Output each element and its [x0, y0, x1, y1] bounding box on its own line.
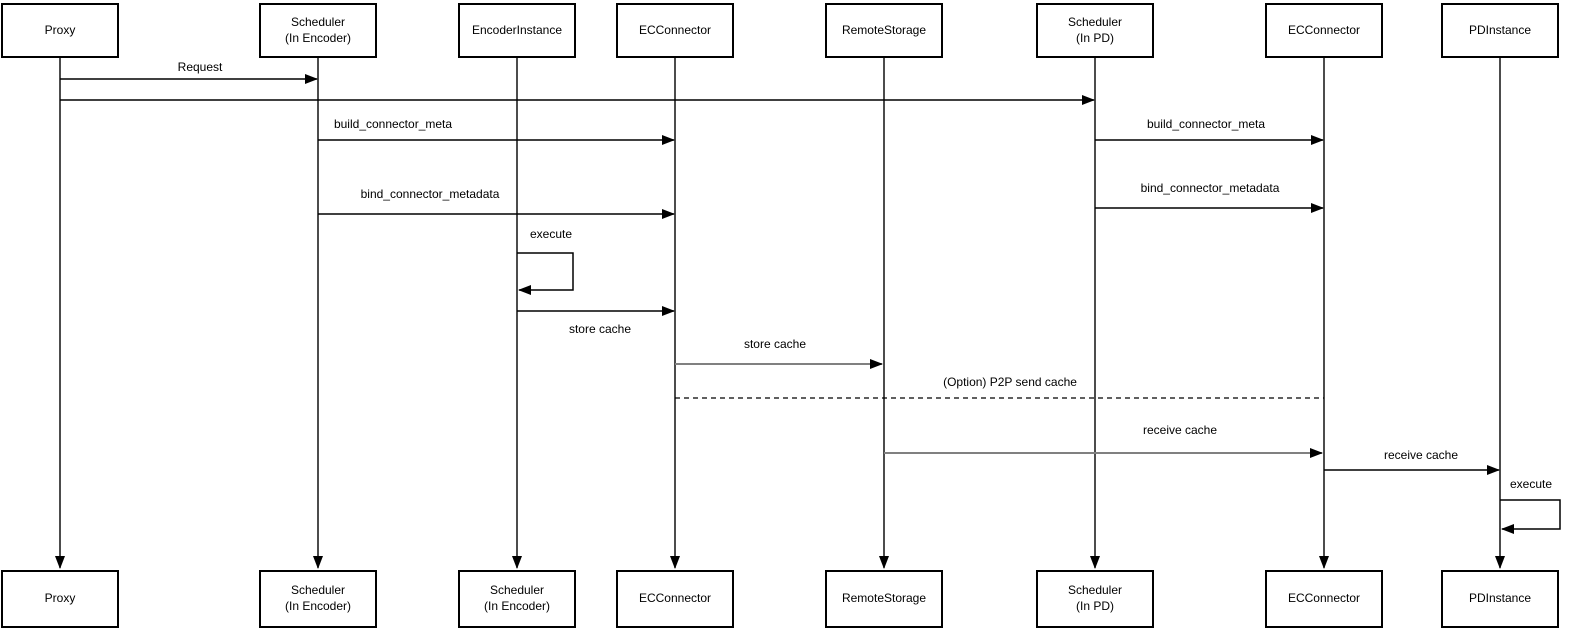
label-bind-connector-metadata-right: bind_connector_metadata	[1140, 181, 1280, 195]
actor-bottom-remote-storage: RemoteStorage	[825, 570, 943, 628]
label-execute-encoder: execute	[529, 227, 573, 241]
label-store-cache-remote: store cache	[743, 337, 807, 351]
label-store-cache-encoder: store cache	[568, 322, 632, 336]
label-bind-connector-metadata-left: bind_connector_metadata	[360, 187, 500, 201]
actor-top-proxy: Proxy	[1, 3, 119, 58]
label-build-connector-meta-right: build_connector_meta	[1146, 117, 1266, 131]
arrow-execute-pd-self-loop	[1500, 499, 1561, 534]
actor-bottom-ecconnector-right: ECConnector	[1265, 570, 1383, 628]
actor-bottom-ecconnector-left: ECConnector	[616, 570, 734, 628]
label-receive-cache-remote: receive cache	[1142, 423, 1218, 437]
label-receive-cache-pd: receive cache	[1383, 448, 1459, 462]
arrow-execute-encoder-self-loop	[517, 252, 574, 295]
actor-top-scheduler-encoder: Scheduler (In Encoder)	[259, 3, 377, 58]
actor-bottom-scheduler-pd: Scheduler (In PD)	[1036, 570, 1154, 628]
label-build-connector-meta-left: build_connector_meta	[333, 117, 453, 131]
label-p2p-send-cache: (Option) P2P send cache	[943, 375, 1077, 389]
actor-bottom-proxy: Proxy	[1, 570, 119, 628]
actor-top-encoder-instance: EncoderInstance	[458, 3, 576, 58]
actor-bottom-pd-instance: PDInstance	[1441, 570, 1559, 628]
actor-top-remote-storage: RemoteStorage	[825, 3, 943, 58]
label-execute-pd: execute	[1509, 477, 1553, 491]
actor-top-ecconnector-right: ECConnector	[1265, 3, 1383, 58]
actor-bottom-scheduler-encoder: Scheduler (In Encoder)	[259, 570, 377, 628]
label-request: Request	[177, 60, 223, 74]
actor-top-ecconnector-left: ECConnector	[616, 3, 734, 58]
actor-top-scheduler-pd: Scheduler (In PD)	[1036, 3, 1154, 58]
actor-top-pd-instance: PDInstance	[1441, 3, 1559, 58]
actor-bottom-scheduler-encoder2: Scheduler (In Encoder)	[458, 570, 576, 628]
